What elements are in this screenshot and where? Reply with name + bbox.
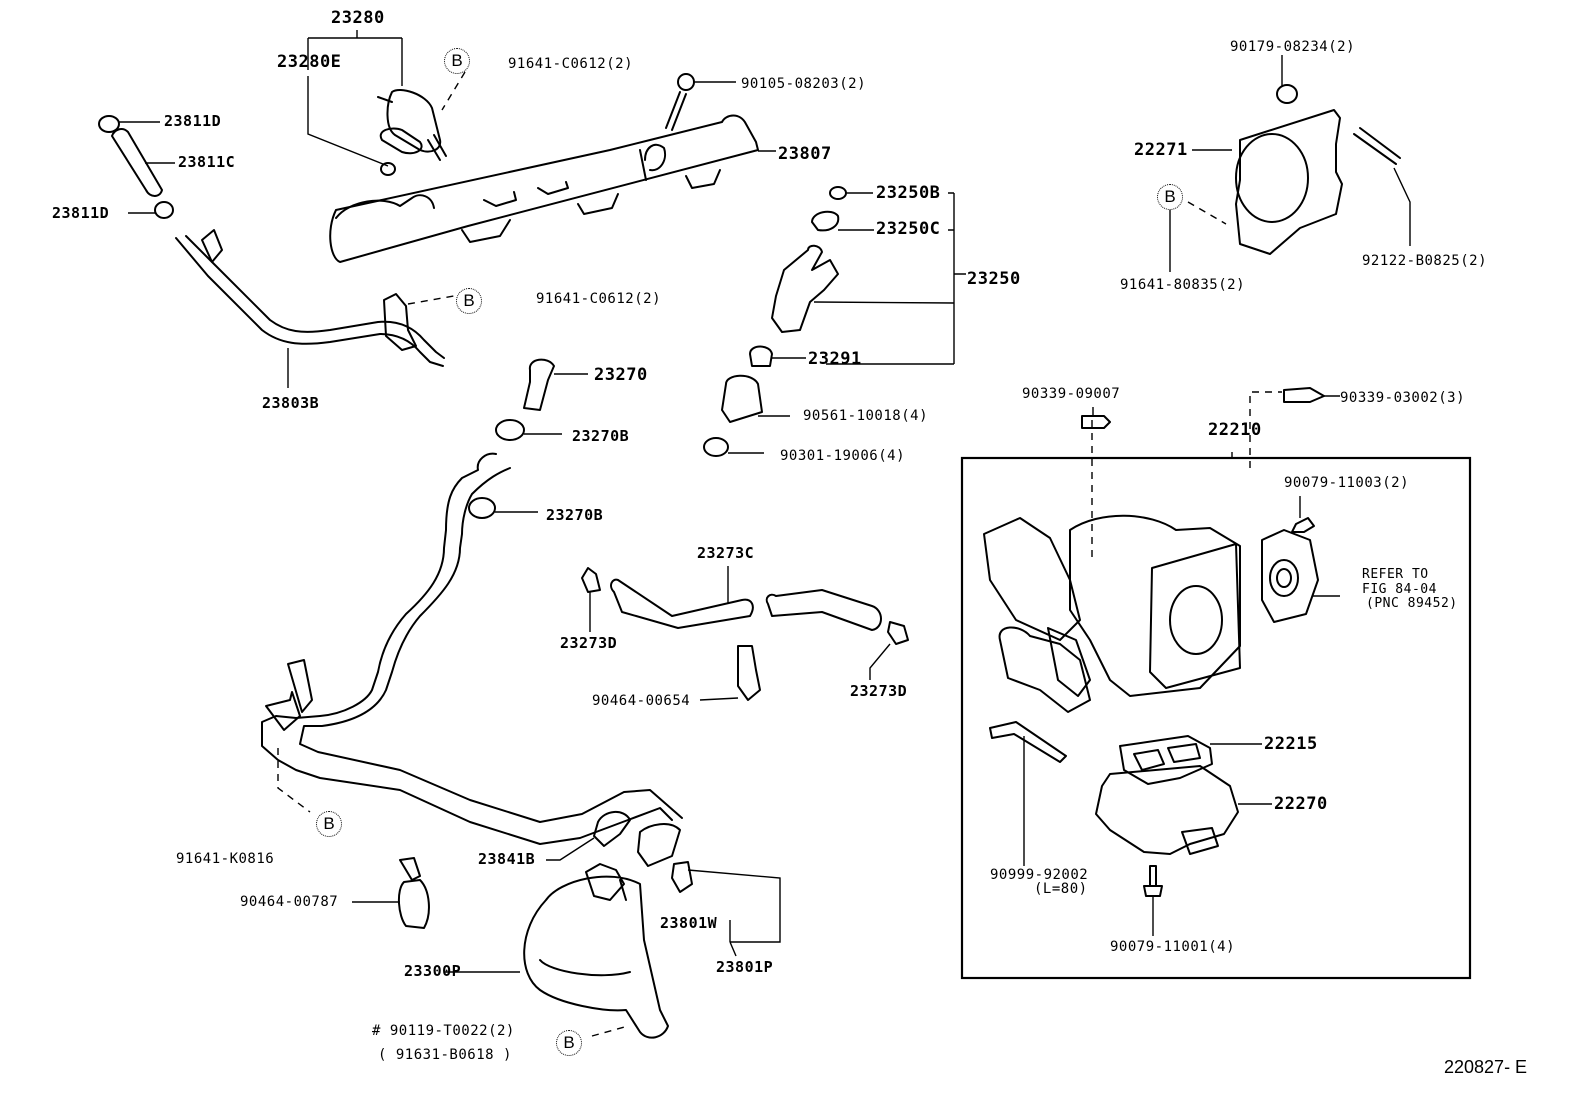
part-label-90561-10018: 90561-10018(4)	[803, 408, 929, 424]
part-label-91641-C0612-top: 91641-C0612(2)	[508, 56, 634, 72]
part-label-23270: 23270	[594, 365, 648, 385]
part-label-23811D-bottom: 23811D	[52, 204, 110, 222]
pressure-regulator-drawing	[307, 30, 466, 176]
part-label-22270: 22270	[1274, 794, 1328, 814]
part-label-90999-length: (L=80)	[1034, 881, 1088, 897]
part-label-23250B: 23250B	[876, 183, 941, 203]
refer-note-line2: FIG 84-04	[1362, 582, 1437, 597]
reference-b-gasket: B	[1157, 184, 1183, 210]
part-label-90079-11003: 90079-11003(2)	[1284, 475, 1410, 491]
part-label-23280E: 23280E	[277, 52, 342, 72]
reference-b-regulator: B	[444, 48, 470, 74]
reference-b-hose: B	[316, 811, 342, 837]
part-label-90464-00654: 90464-00654	[592, 693, 691, 709]
fuel-pipe-23803B-drawing	[175, 229, 455, 388]
part-label-90464-00787: 90464-00787	[240, 894, 339, 910]
hose-23273C-drawing	[581, 566, 909, 701]
reference-b-pipe: B	[456, 288, 482, 314]
injector-drawing	[703, 186, 966, 457]
part-label-23801P: 23801P	[716, 958, 774, 976]
hose-23811-drawing	[98, 115, 175, 219]
part-label-91641-80835: 91641-80835(2)	[1120, 277, 1246, 293]
part-label-23273D-right: 23273D	[850, 682, 908, 700]
gasket-22271-drawing	[1169, 55, 1411, 272]
part-label-90079-11001: 90079-11001(4)	[1110, 939, 1236, 955]
part-label-90339-09007: 90339-09007	[1022, 386, 1121, 402]
part-label-23280: 23280	[331, 8, 385, 28]
figure-code: 220827- E	[1444, 1057, 1528, 1077]
fuel-pump-drawing	[444, 863, 669, 1039]
part-label-90301-19006: 90301-19006(4)	[780, 448, 906, 464]
part-label-90179-08234: 90179-08234(2)	[1230, 39, 1356, 55]
part-label-23273C: 23273C	[697, 544, 755, 562]
part-label-23291: 23291	[808, 349, 862, 369]
part-label-23841B: 23841B	[478, 850, 536, 868]
part-label-91641-K0816: 91641-K0816	[176, 851, 275, 867]
refer-note-line3: (PNC 89452)	[1366, 596, 1458, 611]
part-label-22210: 22210	[1208, 420, 1262, 440]
part-label-23250C: 23250C	[876, 219, 941, 239]
isc-valve-drawing	[989, 721, 1272, 936]
part-label-23300P: 23300P	[404, 962, 462, 980]
part-label-23811C: 23811C	[178, 153, 236, 171]
part-label-22215: 22215	[1264, 734, 1318, 754]
part-label-90339-03002: 90339-03002(3)	[1340, 390, 1466, 406]
part-label-23807: 23807	[778, 144, 832, 164]
part-label-23250: 23250	[967, 269, 1021, 289]
reference-b-pump: B	[556, 1030, 582, 1056]
throttle-body-drawing	[960, 387, 1472, 980]
banjo-bolt-drawing	[468, 358, 588, 519]
part-label-91631-B0618: ( 91631-B0618 )	[378, 1047, 512, 1063]
part-label-22271: 22271	[1134, 140, 1188, 160]
part-label-23801W: 23801W	[660, 914, 718, 932]
part-label-23270B-bottom: 23270B	[546, 506, 604, 524]
part-label-92122-B0825: 92122-B0825(2)	[1362, 253, 1488, 269]
refer-note-line1: REFER TO	[1362, 567, 1429, 582]
part-label-23803B: 23803B	[262, 394, 320, 412]
part-label-23273D-left: 23273D	[560, 634, 618, 652]
part-label-23270B-top: 23270B	[572, 427, 630, 445]
clamps-drawing	[352, 811, 781, 957]
fuel-delivery-pipe-drawing	[329, 73, 776, 263]
part-label-90119-T0022: # 90119-T0022(2)	[372, 1023, 515, 1039]
part-label-90105-08203: 90105-08203(2)	[741, 76, 867, 92]
fuel-hose-drawing	[261, 452, 683, 867]
part-label-90999-92002: 90999-92002	[990, 867, 1089, 883]
part-label-23811D-top: 23811D	[164, 112, 222, 130]
part-label-91641-C0612-mid: 91641-C0612(2)	[536, 291, 662, 307]
